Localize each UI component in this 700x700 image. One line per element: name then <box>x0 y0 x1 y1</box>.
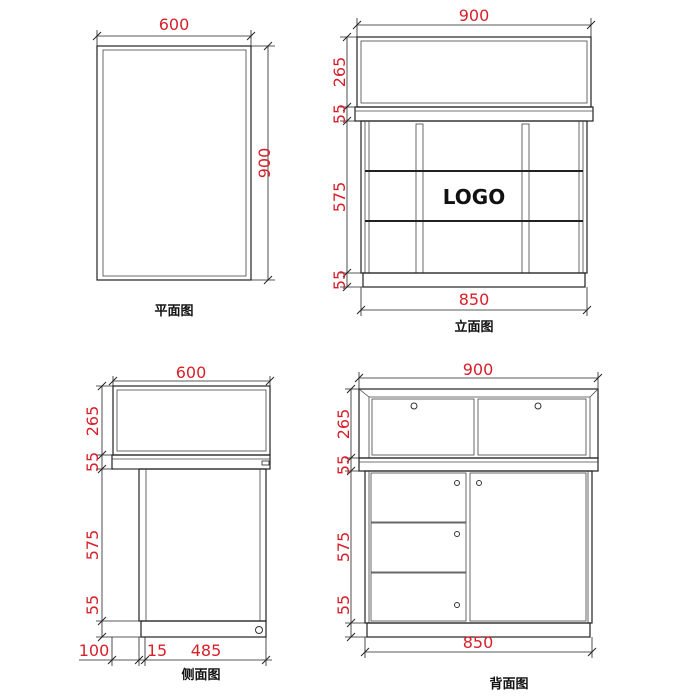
elevation-post-left <box>415 123 424 274</box>
back-top-lock-left <box>410 402 418 410</box>
side-d1-label: 100 <box>79 641 110 660</box>
back-door <box>469 472 587 622</box>
side-d3-label: 485 <box>191 641 222 660</box>
plan-caption: 平面图 <box>154 304 193 319</box>
side-d2-label: 15 <box>147 641 167 660</box>
plan-width-label: 600 <box>159 15 190 34</box>
back-view: 900 265 55 575 55 850 背面图 <box>334 360 603 692</box>
side-base <box>140 620 267 638</box>
elevation-band <box>354 106 594 122</box>
side-caption: 侧面图 <box>181 667 220 683</box>
side-band <box>111 454 271 470</box>
side-h-mid-label: 575 <box>83 530 102 561</box>
back-h-band-label: 55 <box>334 455 353 475</box>
elevation-width-bottom-label: 850 <box>459 290 490 309</box>
plan-inner-frame <box>102 49 247 277</box>
back-top-door-left <box>371 398 475 456</box>
back-band <box>358 457 599 472</box>
back-caption: 背面图 <box>489 676 528 692</box>
side-body <box>138 468 267 622</box>
side-width-top-label: 600 <box>176 363 207 382</box>
back-door-lock <box>476 480 482 486</box>
elevation-view: LOGO 900 265 55 575 55 850 立面图 <box>330 6 596 335</box>
back-h-base-label: 55 <box>334 595 353 615</box>
elevation-h-base-label: 55 <box>330 270 349 290</box>
elevation-post-right <box>521 123 530 274</box>
back-body <box>364 470 593 624</box>
plan-view: 600 900 平面图 <box>92 15 275 319</box>
side-h-base-label: 55 <box>83 595 102 615</box>
plan-depth-label: 900 <box>255 148 274 179</box>
plan-outer-frame <box>96 45 252 281</box>
side-h-top-label: 265 <box>83 406 102 437</box>
side-view: 600 265 55 575 55 100 15 485 侧面图 <box>79 363 275 683</box>
elevation-width-top-label: 900 <box>459 6 490 25</box>
back-base <box>366 622 591 638</box>
back-drawer-3 <box>370 572 467 622</box>
elevation-caption: 立面图 <box>454 319 493 335</box>
elevation-base <box>362 272 586 288</box>
back-width-top-label: 900 <box>463 360 494 379</box>
back-top-door-right <box>477 398 587 456</box>
back-width-bottom-label: 850 <box>463 633 494 652</box>
elevation-top-box <box>356 36 592 108</box>
side-top-box <box>112 385 271 456</box>
side-base-knob <box>255 626 263 634</box>
back-top-lock-right <box>534 402 542 410</box>
back-drawer-1 <box>370 472 467 523</box>
side-h-band-label: 55 <box>83 452 102 472</box>
back-h-top-label: 265 <box>334 409 353 440</box>
elevation-h-mid-label: 575 <box>330 182 349 213</box>
elevation-h-band-label: 55 <box>330 104 349 124</box>
elevation-h-top-label: 265 <box>330 57 349 88</box>
back-drawer-2 <box>370 522 467 573</box>
elevation-logo-text: LOGO <box>443 185 505 209</box>
back-h-mid-label: 575 <box>334 532 353 563</box>
